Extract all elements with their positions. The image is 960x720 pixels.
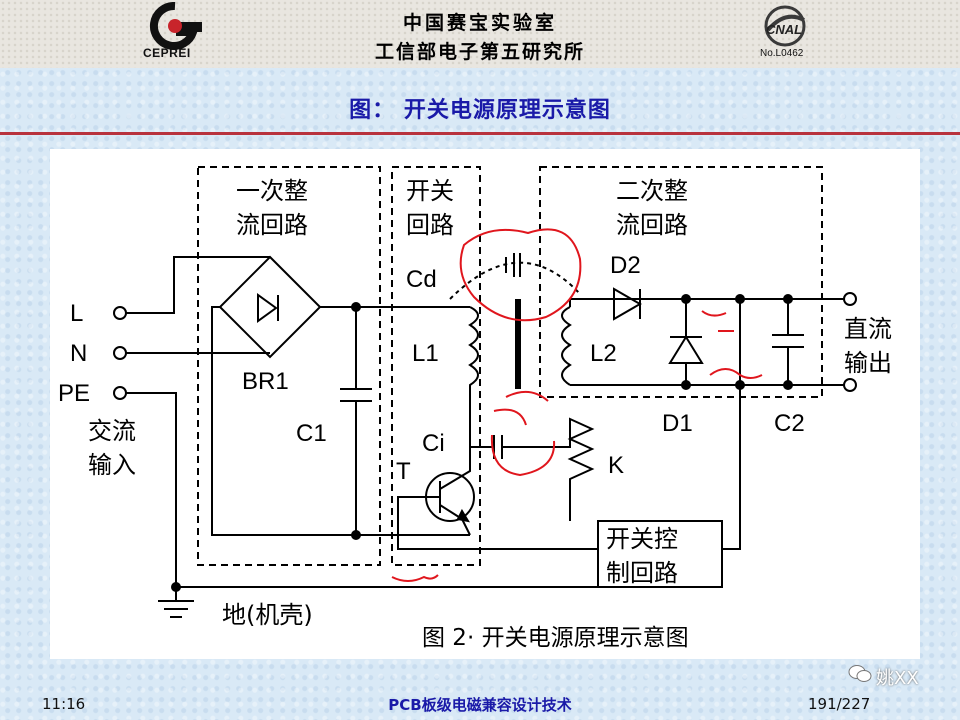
figure-caption: 图 2· 开关电源原理示意图: [422, 625, 689, 651]
terminal-L: [113, 306, 127, 320]
title-divider: [0, 132, 960, 135]
annotation-circle-cd: [459, 228, 582, 322]
inductor-L2: [561, 306, 572, 386]
bridge-diode-icon: [257, 293, 279, 323]
slide-title: 图： 开关电源原理示意图: [349, 98, 611, 123]
ceprei-logo-text: CEPREI: [143, 46, 191, 60]
label-dc-output-2: 输出: [844, 349, 892, 377]
label-D2: D2: [610, 252, 641, 279]
diode-D2: [613, 287, 643, 321]
label-C2: C2: [774, 410, 805, 437]
label-C1: C1: [296, 420, 327, 447]
label-ac-input-1: 交流: [88, 417, 136, 445]
capacitor-C2: [772, 299, 804, 385]
terminal-PE: [113, 386, 127, 400]
primary-rectifier-block: [197, 166, 381, 566]
cd-arc: [449, 261, 581, 300]
capacitor-Cd: [505, 253, 521, 277]
annotation-scribble-ci: [493, 390, 549, 426]
header-bar: CEPREI 中国赛宝实验室 工信部电子第五研究所 CNAL No.L0462: [0, 0, 960, 68]
inductor-L1: [468, 306, 479, 447]
terminal-dc-minus: [843, 378, 857, 392]
capacitor-C1: [340, 307, 372, 535]
label-Ci: Ci: [422, 430, 445, 457]
footer-time: 11:16: [42, 695, 86, 713]
annotation-marks-d1: [701, 310, 763, 379]
org-name-line2: 工信部电子第五研究所: [374, 41, 585, 63]
secondary-rectifier-block: [539, 166, 823, 398]
label-T: T: [396, 458, 411, 485]
block-label-switch-1: 开关: [406, 177, 454, 205]
block-label-control-1: 开关控: [606, 525, 678, 553]
label-ac-input-2: 输入: [88, 451, 136, 479]
terminal-dc-plus: [843, 292, 857, 306]
inductor-K: [502, 417, 595, 521]
label-N: N: [70, 340, 87, 367]
annotation-mark-ground: [391, 574, 439, 582]
cnal-logo-number: No.L0462: [760, 48, 804, 59]
block-label-secondary-2: 流回路: [616, 211, 688, 239]
wechat-watermark: 姚XX: [848, 662, 948, 689]
footer-course-title: PCB板级电磁兼容设计技术: [388, 696, 572, 714]
label-PE: PE: [58, 380, 90, 407]
annotation-loop-ci: [490, 434, 556, 477]
svg-text:CNAL: CNAL: [766, 22, 802, 37]
label-K: K: [608, 452, 624, 479]
label-D1: D1: [662, 410, 693, 437]
block-label-switch-2: 回路: [406, 211, 454, 239]
schematic-panel: 一次整 流回路 开关 回路 二次整 流回路 开关控 制回路 L N PE 交流 …: [50, 149, 920, 659]
label-Cd: Cd: [406, 266, 437, 293]
schematic-diagram: 一次整 流回路 开关 回路 二次整 流回路 开关控 制回路 L N PE 交流 …: [58, 166, 892, 651]
footer-bar: 11:16 PCB板级电磁兼容设计技术 191/227: [0, 690, 960, 720]
cnal-logo-icon: CNAL: [764, 5, 806, 47]
wechat-icon: [848, 665, 872, 682]
ground-icon: [158, 587, 194, 618]
label-BR1: BR1: [242, 368, 289, 395]
diode-D1: [668, 299, 704, 385]
label-L: L: [70, 300, 83, 327]
block-label-primary-1: 一次整: [236, 177, 308, 205]
label-L1: L1: [412, 340, 439, 367]
block-label-control-2: 制回路: [606, 559, 678, 587]
block-label-primary-2: 流回路: [236, 211, 308, 239]
watermark-text: 姚XX: [876, 668, 919, 689]
handwritten-annotations: [391, 228, 763, 582]
terminal-N: [113, 346, 127, 360]
bridge-rectifier-BR1: [218, 255, 322, 359]
label-L2: L2: [590, 340, 617, 367]
label-ground: 地(机壳): [222, 601, 313, 629]
wire-PE: [126, 392, 177, 587]
block-label-secondary-1: 二次整: [616, 177, 688, 205]
wire-L: [126, 256, 270, 314]
org-name-line1: 中国赛宝实验室: [402, 12, 557, 34]
label-dc-output-1: 直流: [844, 315, 892, 343]
footer-page-number: 191/227: [808, 695, 871, 713]
ceprei-logo-icon: [149, 2, 202, 50]
switch-block: [391, 166, 481, 566]
